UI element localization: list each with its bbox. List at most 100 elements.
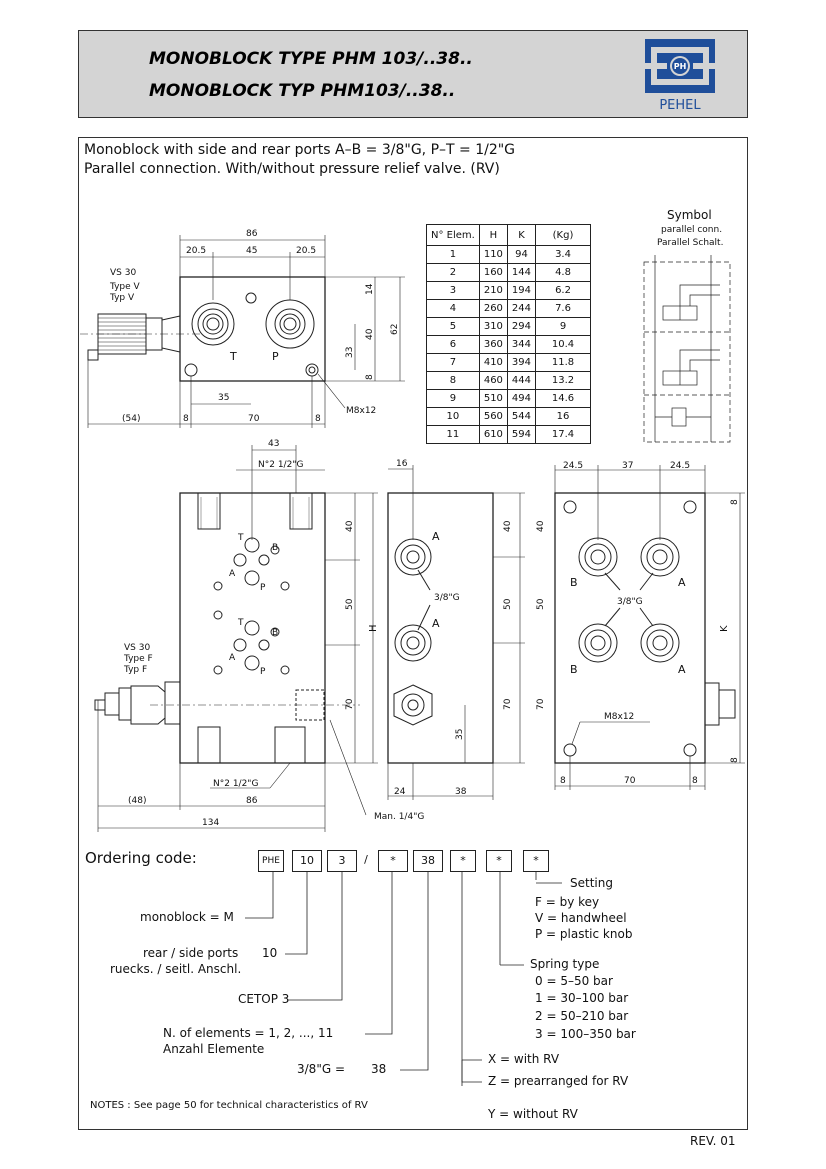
symbol-title: Symbol	[667, 208, 712, 222]
table-header-row: N° Elem. H K (Kg)	[426, 224, 592, 246]
ord-g38: 3/8"G =	[297, 1062, 345, 1076]
front-typef1: Type F	[123, 654, 153, 664]
front-typef2: Typ F	[123, 665, 147, 675]
front-d40: 40	[345, 520, 355, 532]
svg-text:PH: PH	[674, 62, 687, 71]
front-b2: B	[272, 628, 278, 638]
top-d20b: 20.5	[296, 246, 316, 256]
rear-view	[554, 465, 745, 790]
logo-mark-icon: PH PEHEL	[645, 39, 715, 113]
rear-d8: 8	[730, 499, 740, 505]
code-box-phe: PHE	[258, 850, 284, 872]
ord-spring: Spring type	[530, 957, 600, 971]
top-d8b: 8	[315, 414, 321, 424]
rear-a2: A	[678, 663, 686, 676]
ord-rear-side: rear / side ports	[143, 946, 239, 960]
code-box-spring: *	[486, 850, 512, 872]
top-d35: 35	[218, 393, 229, 403]
rear-k: K	[719, 625, 730, 632]
rear-d37: 37	[622, 461, 633, 471]
port-t-label: T	[229, 350, 237, 363]
top-d33: 33	[345, 347, 355, 358]
rear-b2: B	[570, 663, 578, 676]
top-m8: M8x12	[346, 406, 376, 416]
rear-b1: B	[570, 576, 578, 589]
top-d62: 62	[390, 324, 400, 335]
rear-d8d: 8	[692, 776, 698, 786]
top-d45: 45	[246, 246, 257, 256]
table-cell: 610	[478, 425, 508, 444]
top-view	[80, 235, 405, 428]
top-d20a: 20.5	[186, 246, 206, 256]
table-cell: 444	[506, 371, 537, 390]
front-t1: T	[237, 533, 244, 543]
front-d70: 70	[345, 698, 355, 710]
front-view	[94, 445, 378, 832]
port-t-icon	[191, 302, 235, 346]
side-d35: 35	[455, 729, 465, 740]
code-box-thread: 38	[413, 850, 443, 872]
intro-line-1: Monoblock with side and rear ports A–B =…	[84, 142, 516, 158]
hydraulic-symbol	[643, 255, 731, 443]
side-d50: 50	[503, 598, 513, 610]
front-d86: 86	[246, 796, 258, 806]
rear-g38: 3/8"G	[617, 597, 643, 607]
front-a2: A	[229, 653, 236, 663]
table-cell: 494	[506, 389, 537, 408]
front-d134: 134	[202, 818, 219, 828]
table-cell: 144	[506, 263, 537, 282]
top-vs30: VS 30	[110, 268, 136, 278]
rear-d70: 70	[536, 698, 546, 710]
rear-m8: M8x12	[604, 712, 634, 722]
top-d86: 86	[246, 229, 258, 239]
code-box-ports: 10	[292, 850, 322, 872]
front-p2: P	[260, 667, 266, 677]
side-d70: 70	[503, 698, 513, 710]
top-d8a: 8	[183, 414, 189, 424]
top-d70: 70	[248, 414, 260, 424]
front-b1: B	[272, 543, 278, 553]
notes: NOTES : See page 50 for technical charac…	[90, 1100, 368, 1111]
front-p1: P	[260, 583, 266, 593]
top-d14: 14	[365, 283, 375, 295]
rear-d8b: 8	[730, 757, 740, 763]
revision: REV. 01	[690, 1134, 736, 1148]
table-cell: 460	[478, 371, 508, 390]
ord-rv-x: X = with RV	[488, 1052, 560, 1066]
side-d38: 38	[455, 787, 467, 797]
front-man: Man. 1/4"G	[374, 812, 424, 822]
front-d48: (48)	[128, 796, 146, 806]
ord-spring-1: 1 = 30–100 bar	[535, 991, 629, 1005]
front-h: H	[368, 624, 379, 632]
side-d40: 40	[503, 520, 513, 532]
ord-rv-y: Y = without RV	[488, 1107, 578, 1121]
ord-g38-val: 38	[371, 1062, 387, 1076]
side-a2: A	[432, 617, 440, 630]
logo-text: PEHEL	[659, 98, 701, 113]
ord-ruecks: ruecks. / seitl. Anschl.	[110, 962, 242, 976]
table-cell: 594	[506, 425, 537, 444]
side-a1: A	[432, 530, 440, 543]
side-g38: 3/8"G	[434, 593, 460, 603]
code-slash: /	[358, 850, 374, 872]
title-german: MONOBLOCK TYP PHM103/..38..	[149, 81, 456, 101]
front-n2top: N°2 1/2"G	[258, 460, 303, 470]
symbol-sub-1: parallel conn.	[661, 225, 723, 235]
top-d54: (54)	[122, 414, 140, 424]
side-d16: 16	[396, 459, 408, 469]
rear-d24a: 24.5	[563, 461, 583, 471]
ord-setting-p: P = plastic knob	[535, 927, 633, 941]
side-d24: 24	[394, 787, 406, 797]
rear-d40: 40	[536, 520, 546, 532]
rear-d70b: 70	[624, 776, 636, 786]
title-english: MONOBLOCK TYPE PHM 103/..38..	[149, 49, 473, 69]
rear-d50: 50	[536, 598, 546, 610]
side-view	[387, 465, 525, 800]
front-d43: 43	[268, 439, 279, 449]
relief-valve-icon	[393, 684, 433, 726]
